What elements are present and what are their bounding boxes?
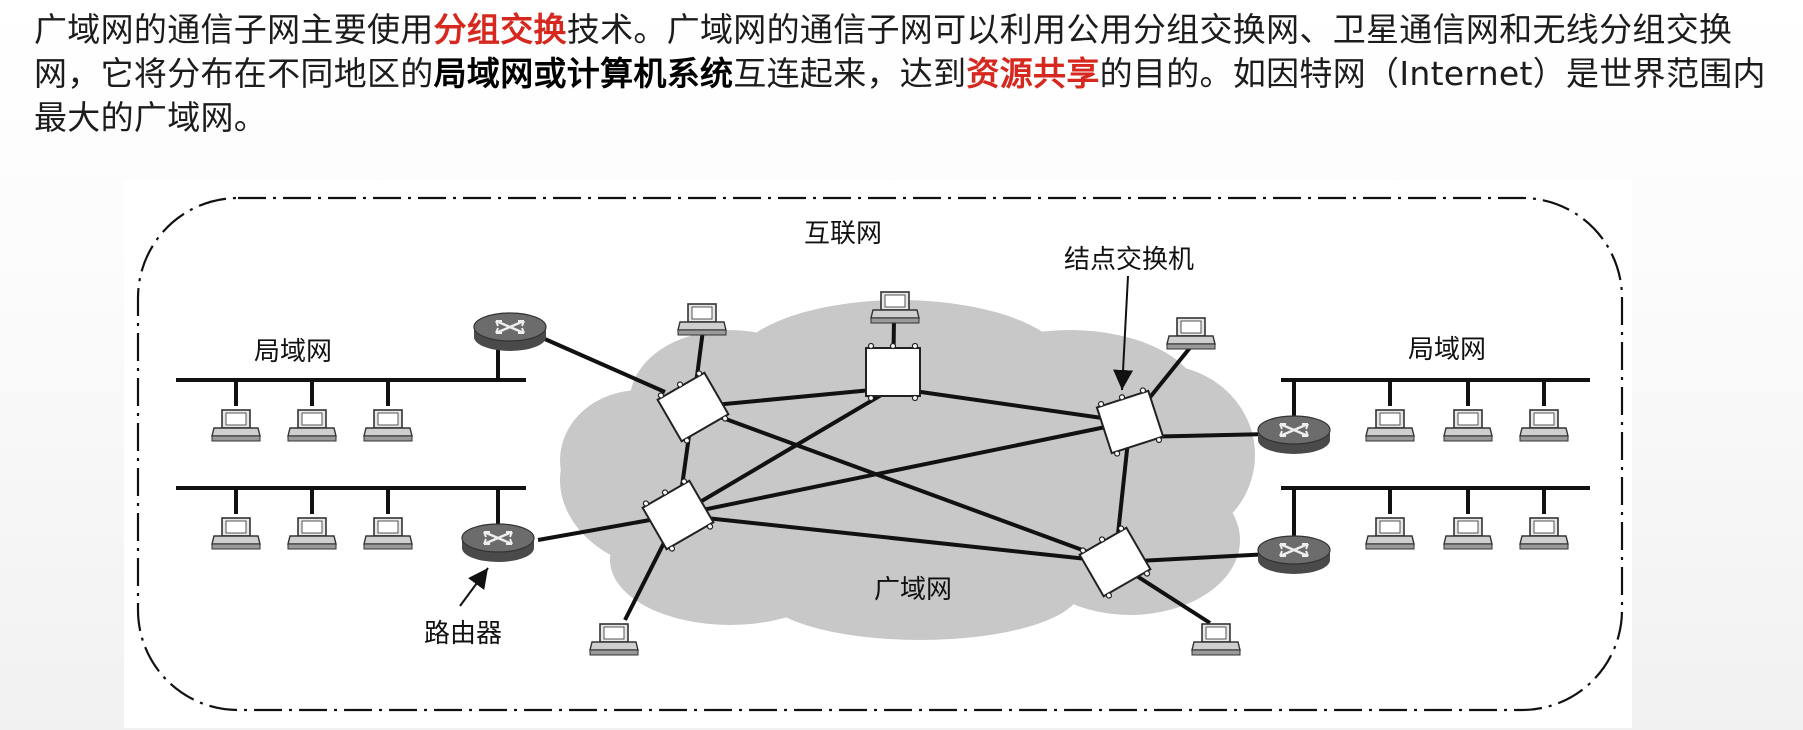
router-1 bbox=[472, 311, 548, 353]
pc-icon bbox=[1166, 317, 1216, 350]
description-paragraph: 广域网的通信子网主要使用分组交换技术。广域网的通信子网可以利用公用分组交换网、卫… bbox=[34, 8, 1784, 140]
para-text-3: 互连起来，达到 bbox=[733, 54, 967, 93]
para-text-1: 广域网的通信子网主要使用 bbox=[34, 10, 434, 49]
pc-icon bbox=[211, 517, 261, 550]
node-switch-arrow bbox=[1113, 275, 1134, 391]
lan-bus-lines bbox=[176, 340, 1590, 540]
label-node-switch: 结点交换机 bbox=[1064, 245, 1194, 275]
pc-icon bbox=[1365, 517, 1415, 550]
pc-icon bbox=[1519, 517, 1569, 550]
highlight-packet-switching: 分组交换 bbox=[433, 10, 567, 49]
para-text-4: 的目的。如因特网（Internet）是世界范围内最大的广域网。 bbox=[34, 54, 1766, 137]
pc-icon bbox=[287, 517, 337, 550]
highlight-resource-sharing: 资源共享 bbox=[966, 54, 1100, 93]
wan-links bbox=[537, 317, 1271, 625]
bold-lan-or-computer-systems: 局域网或计算机系统 bbox=[433, 54, 734, 93]
pc-icon bbox=[363, 517, 413, 550]
pc-icon bbox=[1443, 517, 1493, 550]
router-4 bbox=[1256, 534, 1332, 576]
pc-icon bbox=[677, 303, 727, 336]
para-text-2: 技术。广域网的通信子网可以利用公用分组交换网、卫星通信网和无线分组交换网，它将分… bbox=[34, 10, 1733, 93]
label-lan-left: 局域网 bbox=[254, 337, 332, 367]
pc-icon bbox=[363, 409, 413, 442]
label-lan-right: 局域网 bbox=[1408, 335, 1486, 365]
pc-icon bbox=[287, 409, 337, 442]
pc-icon bbox=[1365, 409, 1415, 442]
internet-boundary bbox=[136, 196, 1624, 712]
pc-icon bbox=[1443, 409, 1493, 442]
node-switch-2 bbox=[865, 342, 921, 402]
label-wan: 广域网 bbox=[874, 575, 952, 605]
router-2 bbox=[460, 522, 536, 564]
label-router: 路由器 bbox=[424, 619, 502, 649]
wan-diagram-panel: 互联网 结点交换机 局域网 局域网 路由器 广域网 bbox=[124, 180, 1632, 728]
pc-icon bbox=[589, 623, 639, 656]
router-arrow bbox=[459, 567, 489, 607]
router-3 bbox=[1256, 414, 1332, 456]
pc-icon bbox=[211, 409, 261, 442]
pc-icon bbox=[1191, 623, 1241, 656]
label-internet: 互联网 bbox=[804, 219, 882, 249]
pc-icon bbox=[1519, 409, 1569, 442]
wan-diagram: 互联网 结点交换机 局域网 局域网 路由器 广域网 bbox=[136, 196, 1624, 712]
